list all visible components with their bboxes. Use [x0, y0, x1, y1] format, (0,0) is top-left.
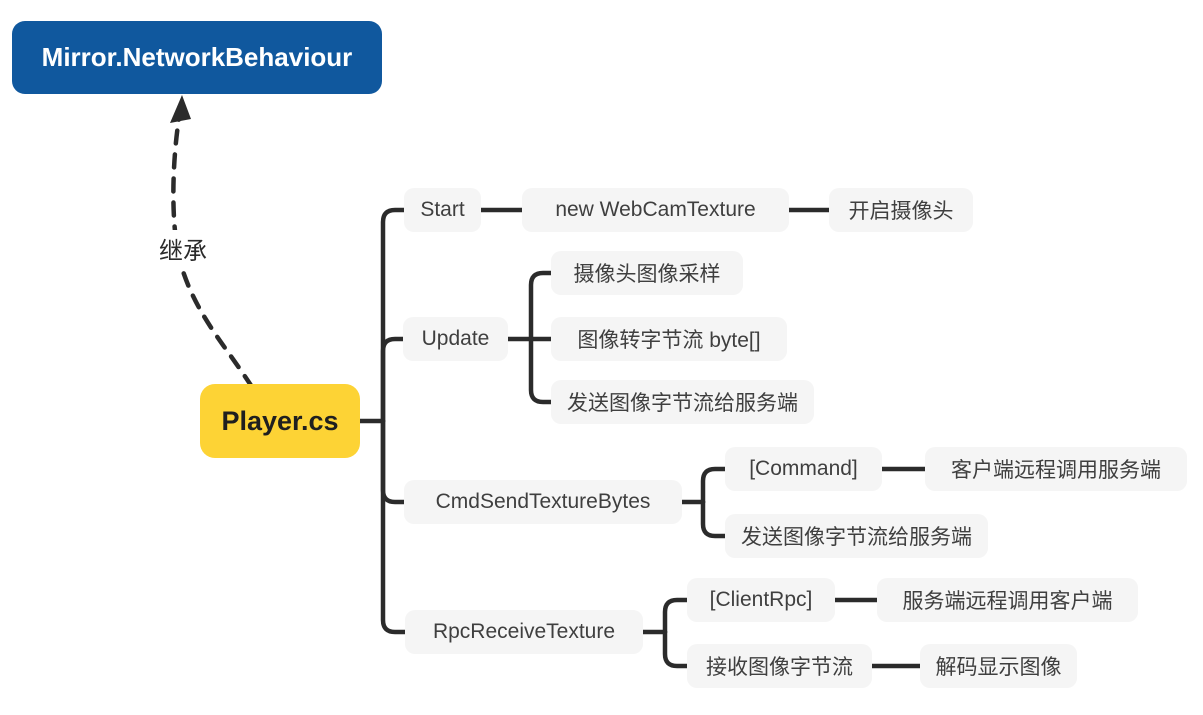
node-update[interactable]: Update	[403, 317, 508, 361]
connector-to-start	[380, 207, 407, 424]
node-new-webcamtexture[interactable]: new WebCamTexture	[522, 188, 789, 232]
node-client-calls-server[interactable]: 客户端远程调用服务端	[925, 447, 1187, 491]
node-label: Player.cs	[221, 405, 339, 436]
node-label: 服务端远程调用客户端	[902, 590, 1113, 613]
node-clientrpc-attribute[interactable]: [ClientRpc]	[687, 578, 835, 622]
node-label: 图像转字节流 byte[]	[577, 329, 761, 352]
node-label: 客户端远程调用服务端	[951, 459, 1161, 482]
node-label: [ClientRpc]	[709, 588, 813, 611]
node-label: 接收图像字节流	[706, 656, 853, 679]
connector-rpc-up	[662, 597, 690, 635]
node-receive-byte-stream[interactable]: 接收图像字节流	[687, 644, 872, 688]
node-label: Start	[420, 198, 465, 221]
node-cmdsendtexturebytes[interactable]: CmdSendTextureBytes	[404, 480, 682, 524]
node-label: 开启摄像头	[848, 200, 954, 223]
connector-to-rpc	[380, 418, 408, 635]
node-camera-image-sampling[interactable]: 摄像头图像采样	[551, 251, 743, 295]
node-label: 摄像头图像采样	[573, 263, 721, 286]
inheritance-arrow-head	[170, 95, 191, 123]
connector-update-down	[528, 336, 554, 405]
node-start[interactable]: Start	[404, 188, 481, 232]
node-send-bytes-to-server-2[interactable]: 发送图像字节流给服务端	[725, 514, 988, 558]
connector-update-up	[528, 270, 554, 342]
connector-rpc-down	[662, 629, 690, 669]
node-open-camera[interactable]: 开启摄像头	[829, 188, 973, 232]
inheritance-label: 继承	[156, 230, 210, 267]
node-send-bytes-to-server[interactable]: 发送图像字节流给服务端	[551, 380, 814, 424]
node-label: RpcReceiveTexture	[432, 620, 616, 643]
connector-to-cmd	[380, 418, 407, 505]
node-label: new WebCamTexture	[555, 198, 756, 221]
node-label: 解码显示图像	[935, 656, 1062, 679]
node-rpcreceivetexture[interactable]: RpcReceiveTexture	[405, 610, 643, 654]
node-label: Update	[421, 327, 490, 350]
node-label: CmdSendTextureBytes	[435, 490, 651, 513]
node-mirror-networkbehaviour[interactable]: Mirror.NetworkBehaviour	[12, 21, 382, 94]
node-command-attribute[interactable]: [Command]	[725, 447, 882, 491]
node-label: 发送图像字节流给服务端	[567, 392, 798, 415]
node-label: 发送图像字节流给服务端	[741, 526, 972, 549]
connector-cmd-up	[700, 466, 728, 505]
node-player-cs[interactable]: Player.cs	[200, 384, 360, 458]
node-label: Mirror.NetworkBehaviour	[41, 42, 353, 72]
node-decode-display-image[interactable]: 解码显示图像	[920, 644, 1077, 688]
node-server-calls-client[interactable]: 服务端远程调用客户端	[877, 578, 1138, 622]
node-image-to-byte-stream[interactable]: 图像转字节流 byte[]	[551, 317, 787, 361]
connector-cmd-down	[700, 499, 728, 539]
connector-to-update	[380, 336, 406, 424]
node-label: [Command]	[749, 457, 858, 480]
